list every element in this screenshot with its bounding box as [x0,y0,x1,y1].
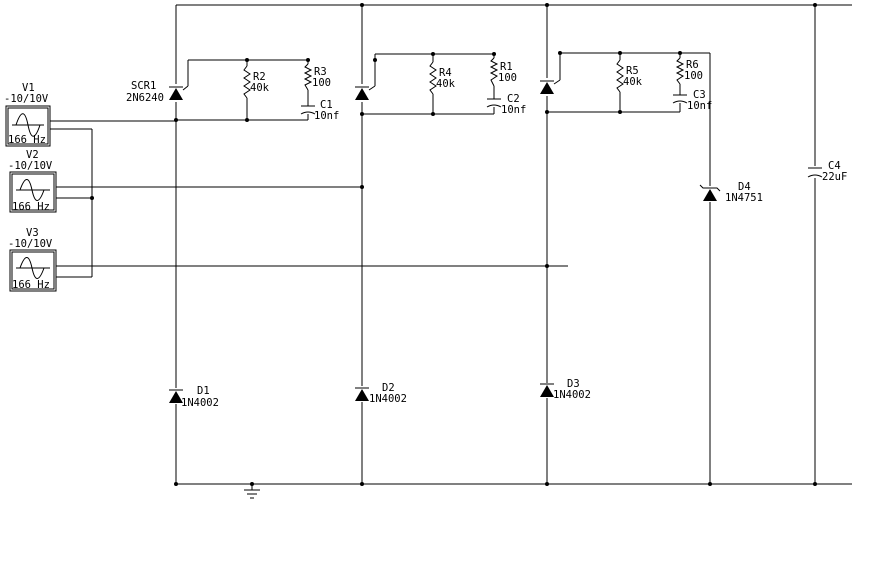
scr2-symbol [355,86,369,100]
c2-symbol [486,98,502,108]
r5-ref: R5 [626,65,639,77]
scr3-symbol [540,80,554,94]
c1-ref: C1 [320,99,333,111]
v1-frequency: 166 Hz [8,134,46,146]
r1-value: 100 [498,72,517,84]
d1-symbol [169,389,183,403]
r2-ref: R2 [253,71,266,83]
r2-value: 40k [250,82,270,94]
d4-zener-symbol [699,184,721,201]
d2-ref: D2 [382,382,395,394]
v1-ref: V1 [22,82,35,94]
d3-ref: D3 [567,378,580,390]
v1-amplitude: -10/10V [4,93,49,105]
v2-ref: V2 [26,149,39,161]
scr1-part: 2N6240 [126,92,164,104]
c2-ref: C2 [507,93,520,105]
r4-symbol [429,61,437,95]
d1-ref: D1 [197,385,210,397]
d4-ref: D4 [738,181,751,193]
v2-amplitude: -10/10V [8,160,53,172]
c3-ref: C3 [693,89,706,101]
scr1-symbol [169,86,183,100]
v3-amplitude: -10/10V [8,238,53,250]
scr1-ref: SCR1 [131,80,156,92]
labels: V1 -10/10V 166 Hz V2 -10/10V 166 Hz V3 -… [4,59,847,409]
c4-ref: C4 [828,160,841,172]
v2-symbol [9,171,57,213]
c1-symbol [300,105,316,115]
d3-symbol [540,383,554,397]
r6-ref: R6 [686,59,699,71]
c3-value: 10nf [687,100,712,112]
v1-symbol [5,105,51,147]
r4-ref: R4 [439,67,452,79]
r5-symbol [616,59,624,93]
v2-frequency: 166 Hz [12,201,50,213]
c1-value: 10nf [314,110,339,122]
c4-symbol [807,167,823,178]
d1-part: 1N4002 [181,397,219,409]
r1-symbol [489,57,499,87]
r3-value: 100 [312,77,331,89]
c2-value: 10nf [501,104,526,116]
r3-symbol [303,63,313,91]
d4-part: 1N4751 [725,192,763,204]
d2-symbol [355,387,369,401]
v3-symbol [9,249,57,292]
d2-part: 1N4002 [369,393,407,405]
r1-ref: R1 [500,61,513,73]
r6-value: 100 [684,70,703,82]
r4-value: 40k [436,78,456,90]
r2-symbol [243,65,251,99]
r5-value: 40k [623,76,643,88]
r3-ref: R3 [314,66,327,78]
d3-part: 1N4002 [553,389,591,401]
v3-frequency: 166 Hz [12,279,50,291]
c3-symbol [672,94,688,104]
v3-ref: V3 [26,227,39,239]
junction-dots [90,3,817,486]
r6-symbol [675,57,685,85]
c4-value: 22uF [822,171,847,183]
